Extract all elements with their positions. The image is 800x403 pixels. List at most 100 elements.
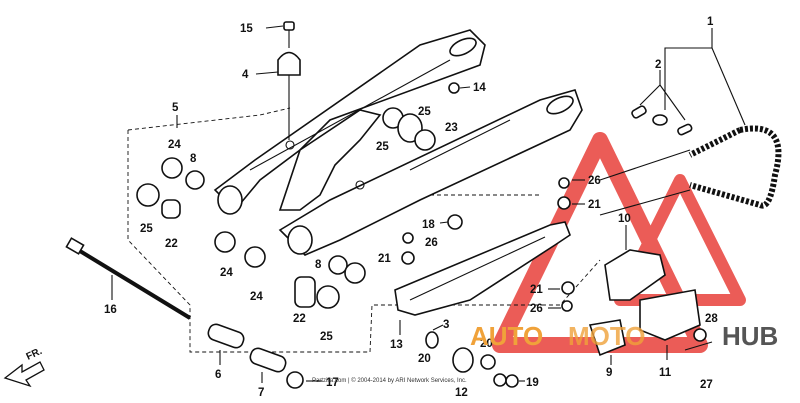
seal-25-right xyxy=(316,285,340,309)
axle-slot-right xyxy=(546,95,574,115)
frame-bottom xyxy=(369,259,601,353)
label-part-26-c: 26 xyxy=(530,303,543,315)
washer-21-a xyxy=(401,251,415,265)
pivot-bore-left xyxy=(217,185,243,215)
bolt-26-b xyxy=(558,177,570,189)
washer-3 xyxy=(425,331,439,349)
chain-guide-9 xyxy=(588,319,626,357)
label-part-24-right: 24 xyxy=(250,291,263,303)
label-part-25-top: 25 xyxy=(418,106,431,118)
label-part-24-mid: 24 xyxy=(220,267,233,279)
label-part-8-right: 8 xyxy=(315,259,322,271)
label-part-27: 27 xyxy=(700,379,713,391)
label-part-2: 2 xyxy=(655,59,661,71)
leader-18 xyxy=(439,221,449,224)
washer-21-b xyxy=(557,196,571,210)
label-part-23: 23 xyxy=(445,122,458,134)
label-part-14: 14 xyxy=(473,82,486,94)
label-part-16: 16 xyxy=(104,304,117,316)
collar-20-b xyxy=(493,373,507,387)
label-part-19: 19 xyxy=(526,377,539,389)
label-part-22-left: 22 xyxy=(165,238,178,250)
screw-14 xyxy=(448,82,460,94)
pivot-bolt-head xyxy=(65,237,85,255)
chain-loop xyxy=(688,125,782,209)
label-part-25-mid: 25 xyxy=(376,141,389,153)
label-part-7: 7 xyxy=(258,387,264,399)
chain-guide-bracket-10 xyxy=(604,249,666,301)
pivot-bolt-shaft xyxy=(73,246,192,320)
chain-guide-plate-11 xyxy=(639,289,701,341)
swingarm-right-arm xyxy=(278,89,583,256)
leader-2 xyxy=(639,70,661,106)
collar-22-right xyxy=(294,276,316,308)
mount-hole-1 xyxy=(285,140,295,150)
label-part-25-right: 25 xyxy=(320,331,333,343)
swingarm xyxy=(213,29,583,256)
hardware xyxy=(136,21,713,389)
label-part-21-c: 21 xyxy=(530,284,543,296)
collar-8-left xyxy=(185,170,205,190)
clamp-4 xyxy=(277,51,301,76)
bolt-26-a xyxy=(402,232,414,244)
mount-hole-2 xyxy=(355,180,365,190)
collar-20-a xyxy=(480,354,496,370)
label-part-15: 15 xyxy=(240,23,253,35)
label-part-10: 10 xyxy=(618,213,631,225)
label-part-18: 18 xyxy=(422,219,435,231)
master-link xyxy=(631,105,693,136)
leader-3 xyxy=(432,324,444,331)
label-part-22-right: 22 xyxy=(293,313,306,325)
swingarm-cross-member xyxy=(278,109,382,211)
leader-1-chain xyxy=(711,47,746,126)
label-part-12: 12 xyxy=(455,387,468,399)
pivot-bore-right xyxy=(287,225,313,255)
label-part-20-b: 20 xyxy=(418,353,431,365)
collar-7 xyxy=(249,347,287,373)
label-part-9: 9 xyxy=(606,367,612,379)
label-part-25-left: 25 xyxy=(140,223,153,235)
roller-12 xyxy=(452,347,474,373)
bolt-27 xyxy=(684,341,713,351)
watermark-text: AUTO MOTO HUB xyxy=(470,321,778,351)
drive-chain xyxy=(599,105,782,216)
leader-4 xyxy=(255,71,279,75)
master-link-pin xyxy=(652,114,668,126)
chain-slider-groove xyxy=(409,236,546,301)
watermark-text-right: HUB xyxy=(722,321,778,351)
nut-17 xyxy=(286,371,304,389)
copyright-notice: Partzilla.com | © 2004-2014 by ARI Netwo… xyxy=(312,377,467,384)
leader-2-b xyxy=(659,84,686,121)
front-label: FR. xyxy=(25,346,44,363)
bearing-24-right xyxy=(344,262,366,284)
arm-detail-line-2 xyxy=(249,59,451,171)
label-part-11: 11 xyxy=(659,367,672,379)
label-part-26-a: 26 xyxy=(425,237,438,249)
arm-detail-line xyxy=(409,119,511,171)
leader-14 xyxy=(459,86,471,89)
collar-22-left xyxy=(161,199,181,219)
label-part-1: 1 xyxy=(707,16,714,28)
label-part-21-b: 21 xyxy=(588,199,601,211)
label-part-5: 5 xyxy=(172,102,179,114)
label-part-4: 4 xyxy=(242,69,249,81)
front-indicator: FR. xyxy=(3,346,45,388)
bolt-19 xyxy=(505,374,519,388)
washer-21-c xyxy=(561,281,575,295)
label-part-28: 28 xyxy=(705,313,718,325)
collar-8-right xyxy=(328,255,348,275)
seal-25-left xyxy=(136,183,160,207)
watermark-text-mid: MOTO xyxy=(568,321,646,351)
collar-6 xyxy=(207,323,245,349)
chain-slider xyxy=(394,221,571,316)
label-part-24-left: 24 xyxy=(168,139,181,151)
bearing-24-left xyxy=(161,157,183,179)
bolt-26-c xyxy=(561,300,573,312)
front-arrow-icon xyxy=(3,361,45,388)
washer-28 xyxy=(693,328,707,342)
seal-25-lower xyxy=(414,129,436,151)
bearing-24-low xyxy=(244,246,266,268)
leader-1 xyxy=(664,28,713,110)
